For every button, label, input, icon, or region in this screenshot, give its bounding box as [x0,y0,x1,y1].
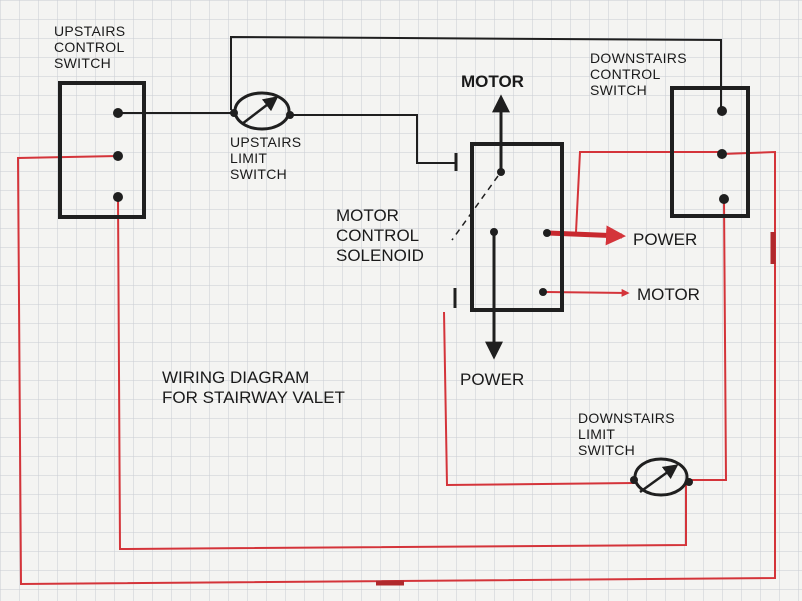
label-line: DOWNSTAIRS [590,50,687,66]
top-bus-wire [230,35,722,110]
upstairs-limit-switch-symbol [230,91,294,131]
label-line: SWITCH [230,166,287,182]
label-downstairs-control-switch: DOWNSTAIRS CONTROL SWITCH [590,50,687,98]
label-power-bottom: POWER [460,370,524,389]
label-downstairs-limit-switch: DOWNSTAIRS LIMIT SWITCH [578,410,675,458]
downstairs-limit-to-switch-wire [690,199,728,481]
label-motor-top: MOTOR [461,72,524,91]
limit-to-solenoid-wire [292,114,456,164]
title-line: WIRING DIAGRAM [162,368,309,387]
red-wires [16,150,776,586]
label-line: CONTROL [54,39,125,55]
power-input-arrow [547,225,626,246]
label-line: SWITCH [590,82,647,98]
motor-control-solenoid-symbol [451,94,564,360]
label-line: CONTROL [590,66,661,82]
terminal-dot [113,192,123,202]
label-line: CONTROL [336,226,419,245]
downstairs-limit-switch-symbol [630,457,693,497]
downstairs-control-switch [670,86,750,218]
terminal-dot [717,106,727,116]
motor-output-arrow [545,288,630,297]
title-line: FOR STAIRWAY VALET [162,388,345,407]
upstairs-control-switch [58,81,146,219]
label-line: SWITCH [54,55,111,71]
label-line: UPSTAIRS [230,134,301,150]
terminal-dot [113,108,123,118]
label-upstairs-control-switch: UPSTAIRS CONTROL SWITCH [54,23,125,71]
diagram-title: WIRING DIAGRAM FOR STAIRWAY VALET [162,368,345,407]
label-line: SWITCH [578,442,635,458]
label-upstairs-limit-switch: UPSTAIRS LIMIT SWITCH [230,134,301,182]
label-line: MOTOR [336,206,399,225]
label-motor-right: MOTOR [637,285,700,304]
solenoid-to-downstairs-limit-wire [443,311,635,487]
upstairs-to-downstairs-limit-wire [117,196,687,551]
terminal-dot [719,194,729,204]
label-line: LIMIT [230,150,267,166]
terminal-dot [717,149,727,159]
terminal-dot [113,151,123,161]
label-power-right: POWER [633,230,697,249]
power-to-downstairs-switch-wire [575,151,722,233]
label-line: UPSTAIRS [54,23,125,39]
label-line: SOLENOID [336,246,424,265]
black-wires [118,35,722,164]
label-line: DOWNSTAIRS [578,410,675,426]
label-motor-control-solenoid: MOTOR CONTROL SOLENOID [336,206,424,265]
label-line: LIMIT [578,426,615,442]
